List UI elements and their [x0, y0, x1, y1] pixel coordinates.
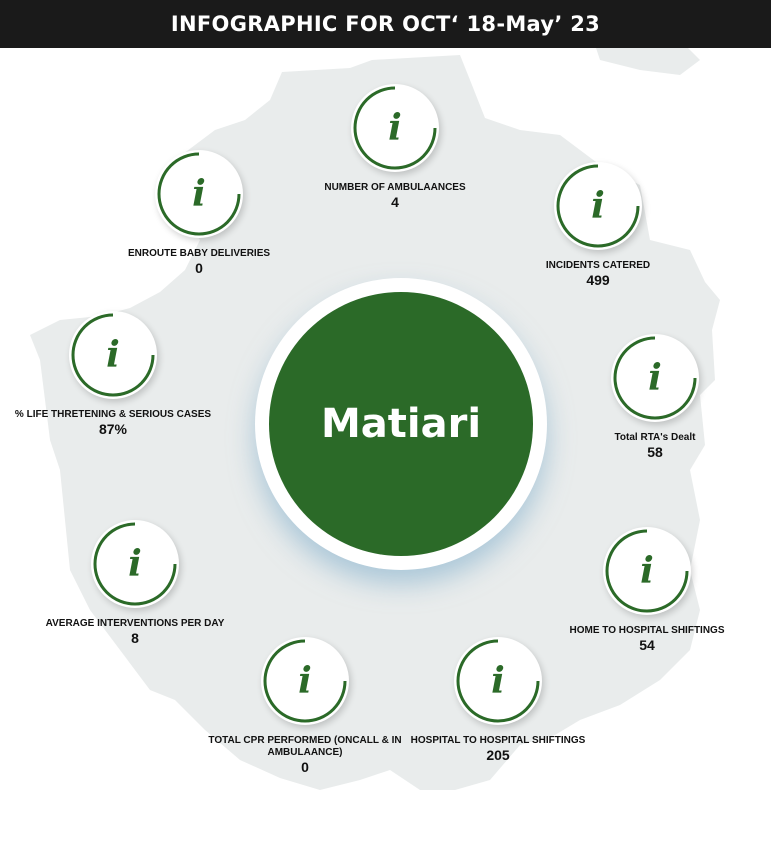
stat-total-rtas-dealt: i Total RTA's Dealt 58	[545, 334, 765, 460]
stat-label: TOTAL CPR PERFORMED (ONCALL & IN AMBULAA…	[208, 735, 402, 758]
stat-total-cpr-performed: i TOTAL CPR PERFORMED (ONCALL & IN AMBUL…	[195, 637, 415, 775]
info-icon: i	[91, 520, 179, 608]
stat-life-threatening-serious-cases: i % LIFE THRETENING & SERIOUS CASES 87%	[3, 311, 223, 437]
stat-value: 0	[195, 260, 203, 276]
stat-average-interventions-per-day: i AVERAGE INTERVENTIONS PER DAY 8	[25, 520, 245, 646]
stat-label: HOSPITAL TO HOSPITAL SHIFTINGS	[410, 735, 586, 746]
page-title: INFOGRAPHIC FOR OCT‘ 18-May’ 23	[0, 0, 771, 48]
stat-value: 54	[639, 637, 655, 653]
info-icon: i	[611, 334, 699, 422]
stat-label: Total RTA's Dealt	[614, 432, 696, 443]
stat-value: 205	[486, 747, 510, 763]
hub-title: Matiari	[269, 292, 533, 556]
info-icon: i	[603, 527, 691, 615]
stat-incidents-catered: i INCIDENTS CATERED 499	[488, 162, 708, 288]
stat-value: 499	[586, 272, 610, 288]
stat-value: 0	[301, 759, 309, 775]
stat-hospital-to-hospital-shiftings: i HOSPITAL TO HOSPITAL SHIFTINGS 205	[388, 637, 608, 763]
stat-value: 58	[647, 444, 663, 460]
stat-label: INCIDENTS CATERED	[545, 260, 651, 271]
stat-label: ENROUTE BABY DELIVERIES	[127, 248, 271, 259]
stat-number-of-ambulances: i NUMBER OF AMBULAANCES 4	[285, 84, 505, 210]
stat-label: HOME TO HOSPITAL SHIFTINGS	[569, 625, 725, 636]
info-icon: i	[261, 637, 349, 725]
stat-label: NUMBER OF AMBULAANCES	[324, 182, 466, 193]
stat-label: % LIFE THRETENING & SERIOUS CASES	[14, 409, 212, 420]
stat-value: 4	[391, 194, 399, 210]
info-icon: i	[351, 84, 439, 172]
stat-value: 87%	[98, 421, 128, 437]
info-icon: i	[554, 162, 642, 250]
stat-home-to-hospital-shiftings: i HOME TO HOSPITAL SHIFTINGS 54	[537, 527, 757, 653]
info-icon: i	[454, 637, 542, 725]
stat-label: AVERAGE INTERVENTIONS PER DAY	[45, 618, 225, 629]
stat-enroute-baby-deliveries: i ENROUTE BABY DELIVERIES 0	[89, 150, 309, 276]
info-icon: i	[69, 311, 157, 399]
info-icon: i	[155, 150, 243, 238]
stat-value: 8	[131, 630, 139, 646]
